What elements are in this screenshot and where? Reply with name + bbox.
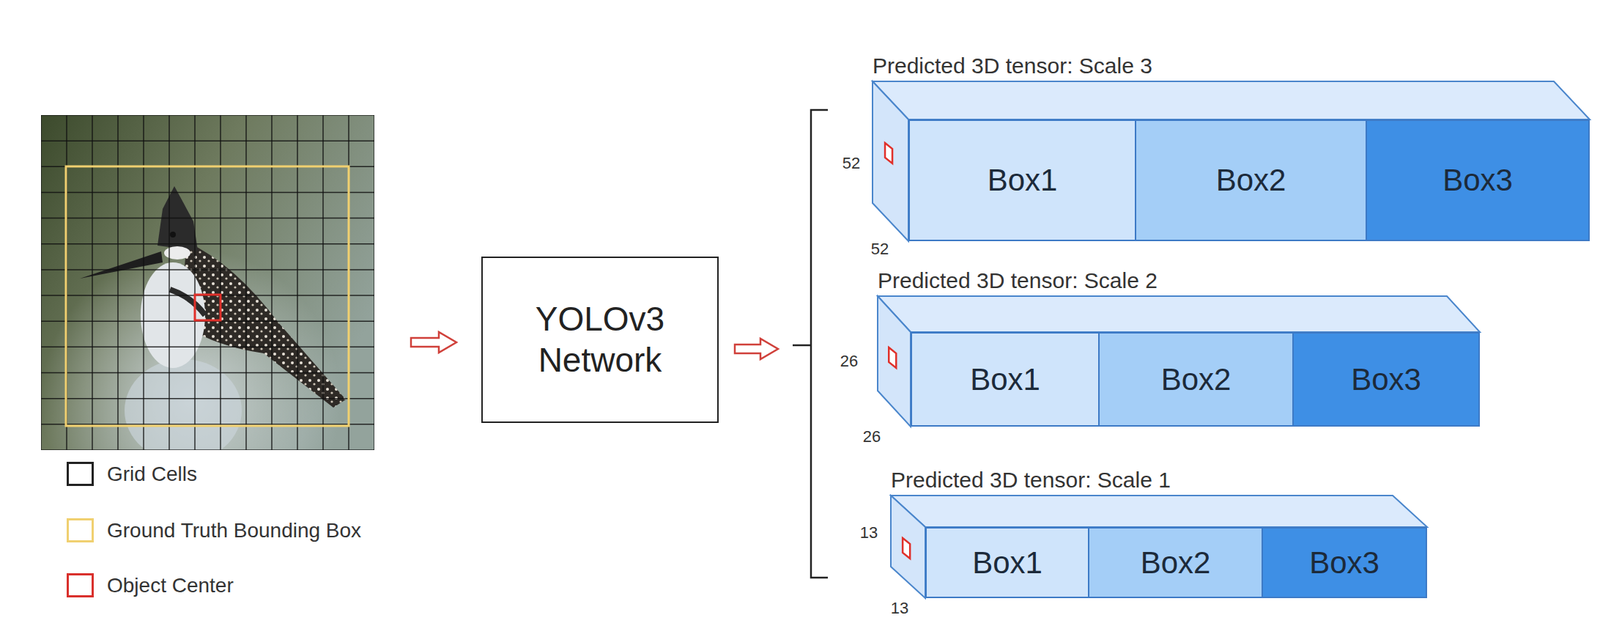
box-label: Box2: [1216, 162, 1287, 198]
tensor-heading: Predicted 3D tensor: Scale 2: [877, 269, 1158, 292]
grid-cell-marker: [884, 142, 893, 164]
anchor-box: Box2: [1087, 526, 1264, 598]
legend-text: Grid Cells: [106, 462, 198, 486]
box-label: Box2: [1161, 361, 1232, 398]
network-box: YOLOv3 Network: [481, 256, 719, 423]
legend-swatch: [66, 517, 94, 543]
prism-top: [877, 295, 1480, 332]
anchor-box: Box2: [1134, 119, 1368, 242]
dimension-label: 13: [860, 523, 878, 543]
box-label: Box1: [972, 545, 1043, 581]
grid-line: [41, 115, 42, 450]
dimension-label: 52: [842, 153, 861, 173]
anchor-box: Box1: [910, 331, 1100, 427]
anchor-box: Box1: [925, 526, 1090, 598]
box-label: Box2: [1140, 545, 1211, 581]
network-label: YOLOv3 Network: [497, 298, 703, 380]
grid-line: [41, 397, 375, 400]
anchor-box: Box3: [1292, 331, 1480, 427]
flow-arrow: [734, 338, 779, 359]
box-label: Box1: [969, 361, 1041, 398]
dimension-label: 52: [871, 239, 889, 259]
prism-side: [877, 295, 911, 427]
grid-cell-marker: [888, 347, 896, 368]
grid-line: [41, 346, 375, 348]
grid-line: [41, 449, 375, 450]
anchor-box: Box1: [908, 119, 1137, 242]
dimension-label: 26: [840, 351, 858, 371]
legend-text: Object Center: [106, 573, 234, 598]
anchor-box: Box2: [1098, 331, 1294, 427]
flow-arrow: [410, 331, 457, 353]
grid-line: [41, 191, 375, 194]
bird-photo: [41, 115, 375, 450]
box-label: Box3: [1309, 545, 1380, 581]
tensor-heading: Predicted 3D tensor: Scale 3: [872, 54, 1153, 77]
grid-line: [41, 423, 375, 425]
prism-side: [872, 81, 909, 242]
tensor-prism: Predicted 3D tensor: Scale 3Box1Box2Box3: [872, 81, 1590, 242]
output-bracket: [792, 109, 828, 578]
grid-line: [41, 268, 375, 271]
box-label: Box1: [987, 162, 1058, 198]
object-center-marker: [194, 294, 221, 321]
legend-text: Ground Truth Bounding Box: [106, 518, 362, 543]
prism-side: [890, 495, 926, 598]
prism-top: [890, 495, 1428, 527]
box-label: Box3: [1442, 162, 1513, 198]
legend-entry: Object Center: [66, 572, 234, 598]
legend-swatch: [66, 461, 94, 486]
anchor-box: Box3: [1365, 119, 1590, 242]
prism-top: [872, 81, 1590, 120]
legend-entry: Ground Truth Bounding Box: [66, 517, 362, 543]
grid-line: [41, 139, 375, 142]
grid-line: [41, 243, 375, 245]
ground-truth-box: [65, 166, 349, 426]
anchor-box: Box3: [1261, 526, 1428, 598]
box-label: Box3: [1350, 361, 1422, 398]
dimension-label: 13: [890, 598, 909, 618]
grid-line: [41, 115, 375, 116]
dimension-label: 26: [863, 427, 881, 447]
grid-line: [373, 115, 375, 450]
legend-swatch: [66, 572, 94, 598]
legend-entry: Grid Cells: [66, 461, 198, 486]
grid-line: [41, 217, 375, 220]
tensor-prism: Predicted 3D tensor: Scale 2Box1Box2Box3: [877, 295, 1480, 427]
grid-line: [41, 372, 375, 374]
tensor-prism: Predicted 3D tensor: Scale 1Box1Box2Box3: [890, 495, 1428, 598]
grid-cell-marker: [902, 537, 910, 559]
tensor-heading: Predicted 3D tensor: Scale 1: [890, 468, 1171, 491]
